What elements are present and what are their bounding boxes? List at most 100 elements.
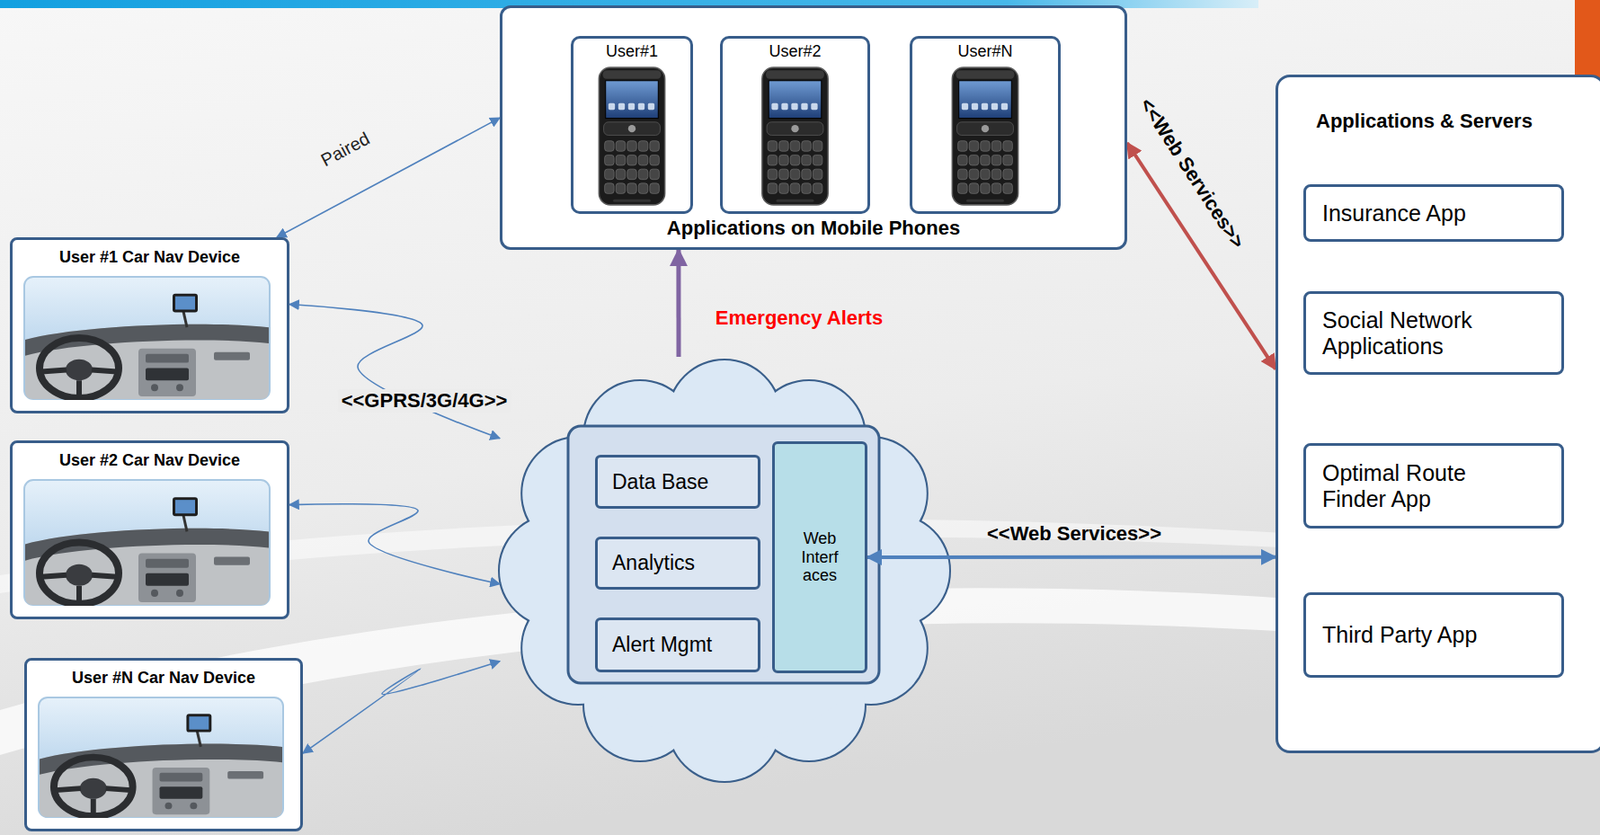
illustration-part <box>41 369 117 399</box>
box-label: User#1 <box>573 38 691 62</box>
connector <box>289 303 500 438</box>
box-label: Third Party App <box>1322 622 1477 649</box>
illustration-part <box>568 426 880 684</box>
illustration-part <box>24 480 270 605</box>
illustration-part <box>958 154 968 166</box>
illustration-part <box>213 557 250 566</box>
illustration-part <box>638 103 645 110</box>
illustration-part <box>762 67 828 205</box>
illustration-part <box>971 103 978 110</box>
illustration-part <box>966 199 1005 203</box>
illustration-part <box>189 802 197 810</box>
illustration-part <box>790 183 800 195</box>
illustration-part <box>604 141 614 152</box>
illustration-part <box>628 124 636 133</box>
box-label: User #1 Car Nav Device <box>12 240 287 267</box>
illustration-part <box>176 589 184 597</box>
illustration-part <box>1001 103 1008 110</box>
car-illustration <box>23 479 271 606</box>
illustration-part <box>176 383 184 392</box>
illustration-part <box>991 141 1001 152</box>
illustration-part <box>613 199 651 203</box>
illustration-part <box>544 400 905 742</box>
illustration-part <box>1003 141 1013 152</box>
illustration-part <box>801 183 811 195</box>
illustration-part <box>779 168 789 180</box>
illustration-part <box>767 183 777 195</box>
illustration-part <box>138 553 196 603</box>
illustration-part <box>991 103 998 110</box>
connector-label: <<GPRS/3G/4G>> <box>337 389 512 413</box>
server-group: Applications & ServersInsurance AppSocia… <box>1275 74 1600 754</box>
illustration-part <box>183 515 187 532</box>
illustration-part <box>145 559 189 569</box>
illustration-part <box>627 141 637 152</box>
illustration-part <box>801 141 811 152</box>
illustration-part <box>968 168 978 180</box>
illustration-part <box>41 575 117 605</box>
box-label: Alert Mgmt <box>612 632 712 657</box>
illustration-part <box>790 154 800 166</box>
illustration-part <box>227 771 264 780</box>
illustration-part <box>980 141 990 152</box>
illustration-part <box>605 80 659 119</box>
illustration-part <box>38 697 284 818</box>
car-illustration <box>23 275 271 400</box>
illustration-part <box>980 168 990 180</box>
illustration-part <box>779 154 789 166</box>
illustration-part <box>765 70 825 79</box>
interface-box: Web Interf aces <box>772 441 868 674</box>
box-label: Social Network Applications <box>1322 307 1520 360</box>
phone-illustration <box>578 65 685 207</box>
illustration-part <box>779 183 789 195</box>
illustration-part <box>186 713 212 732</box>
illustration-part <box>164 802 172 810</box>
illustration-part <box>961 103 969 110</box>
illustration-part <box>39 744 283 818</box>
illustration-part <box>65 359 93 382</box>
illustration-part <box>649 154 659 166</box>
illustration-part <box>213 352 250 361</box>
illustration-part <box>627 154 637 166</box>
illustration-part <box>618 103 625 110</box>
box-label: User #N Car Nav Device <box>26 660 301 688</box>
box-label: User#N <box>912 38 1058 62</box>
illustration-part <box>776 199 815 203</box>
illustration-part <box>24 276 270 400</box>
illustration-part <box>1003 168 1013 180</box>
illustration-part <box>145 354 189 364</box>
illustration-part <box>791 103 798 110</box>
illustration-part <box>183 311 187 328</box>
illustration-part <box>648 103 655 110</box>
cloud-platform: Data BaseAnalyticsAlert MgmtWeb Interf a… <box>499 356 950 786</box>
illustration-part <box>627 183 637 195</box>
box-label: Web Interf aces <box>791 529 849 586</box>
illustration-part <box>638 141 648 152</box>
illustration-part <box>628 103 635 110</box>
illustration-part <box>604 168 614 180</box>
device-box: User #N Car Nav Device <box>24 657 303 832</box>
box-label: Applications & Servers <box>1315 109 1600 133</box>
illustration-part <box>812 141 822 152</box>
box-label: Applications on Mobile Phones <box>666 216 960 240</box>
illustration-part <box>598 67 665 205</box>
illustration-part <box>957 122 1014 136</box>
illustration-part <box>138 348 196 397</box>
connector <box>675 249 681 357</box>
illustration-part <box>958 141 968 152</box>
illustration-part <box>767 154 777 166</box>
illustration-part <box>649 168 659 180</box>
illustration-part <box>1003 154 1013 166</box>
illustration-part <box>188 716 209 729</box>
box-label: User #2 Car Nav Device <box>12 443 287 471</box>
illustration-part <box>638 183 648 195</box>
illustration-part <box>53 757 134 818</box>
phone-box: User#1 <box>570 35 694 214</box>
illustration-part <box>25 324 269 400</box>
illustration-part <box>608 103 615 110</box>
box-label: Optimal Route Finder App <box>1322 460 1520 513</box>
illustration-part <box>981 103 988 110</box>
illustration-part <box>638 154 648 166</box>
illustration-part <box>991 183 1001 195</box>
